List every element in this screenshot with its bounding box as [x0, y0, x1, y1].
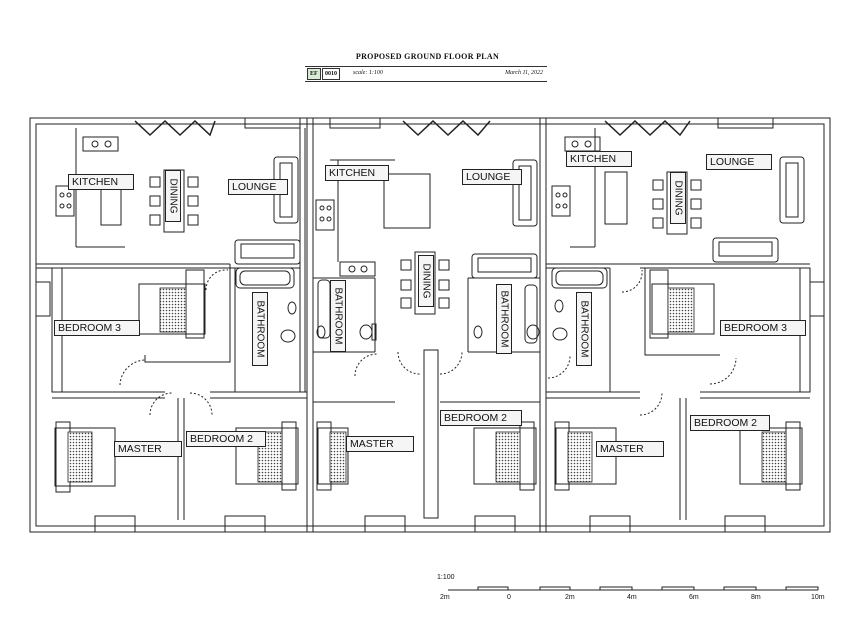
label-bedroom3-unit1: BEDROOM 3 [54, 320, 140, 336]
drawing-code-prefix: EF [307, 68, 321, 80]
label-bathroom-right-unit2: BATHROOM [496, 284, 512, 354]
label-bathroom-unit1: BATHROOM [252, 292, 268, 366]
scale-tick: 6m [689, 594, 699, 601]
label-bathroom-left-unit2: BATHROOM [330, 280, 346, 352]
scale-tick: 2m [440, 594, 450, 601]
label-dining-unit3: DINING [670, 172, 686, 224]
label-kitchen-unit3: KITCHEN [566, 151, 632, 167]
label-bedroom2-unit1: BEDROOM 2 [186, 431, 266, 447]
drawing-date: March 11, 2022 [505, 70, 543, 76]
label-master-unit3: MASTER [596, 441, 664, 457]
scale-tick: 4m [627, 594, 637, 601]
label-bedroom2-unit3: BEDROOM 2 [690, 415, 770, 431]
label-dining-unit1: DINING [165, 170, 181, 222]
label-kitchen-unit2: KITCHEN [325, 165, 389, 181]
label-master-unit2: MASTER [346, 436, 414, 452]
label-master-unit1: MASTER [114, 441, 182, 457]
label-bedroom3-unit3: BEDROOM 3 [720, 320, 806, 336]
scale-tick: 8m [751, 594, 761, 601]
title-block: EF 0010 scale: 1:100 March 11, 2022 [305, 66, 547, 82]
label-lounge-unit1: LOUNGE [228, 179, 288, 195]
label-lounge-unit2: LOUNGE [462, 169, 522, 185]
drawing-number: 0010 [322, 68, 340, 80]
drawing-scale: scale: 1:100 [353, 70, 383, 76]
scale-bar-label: 1:100 [437, 574, 455, 581]
label-bathroom-unit3: BATHROOM [576, 292, 592, 366]
scale-tick: 0 [507, 594, 511, 601]
drawing-title: PROPOSED GROUND FLOOR PLAN [355, 52, 500, 61]
scale-tick: 2m [565, 594, 575, 601]
scale-tick: 10m [811, 594, 825, 601]
label-dining-unit2: DINING [418, 255, 434, 307]
label-lounge-unit3: LOUNGE [706, 154, 772, 170]
label-kitchen-unit1: KITCHEN [68, 174, 134, 190]
label-bedroom2-unit2: BEDROOM 2 [440, 410, 522, 426]
